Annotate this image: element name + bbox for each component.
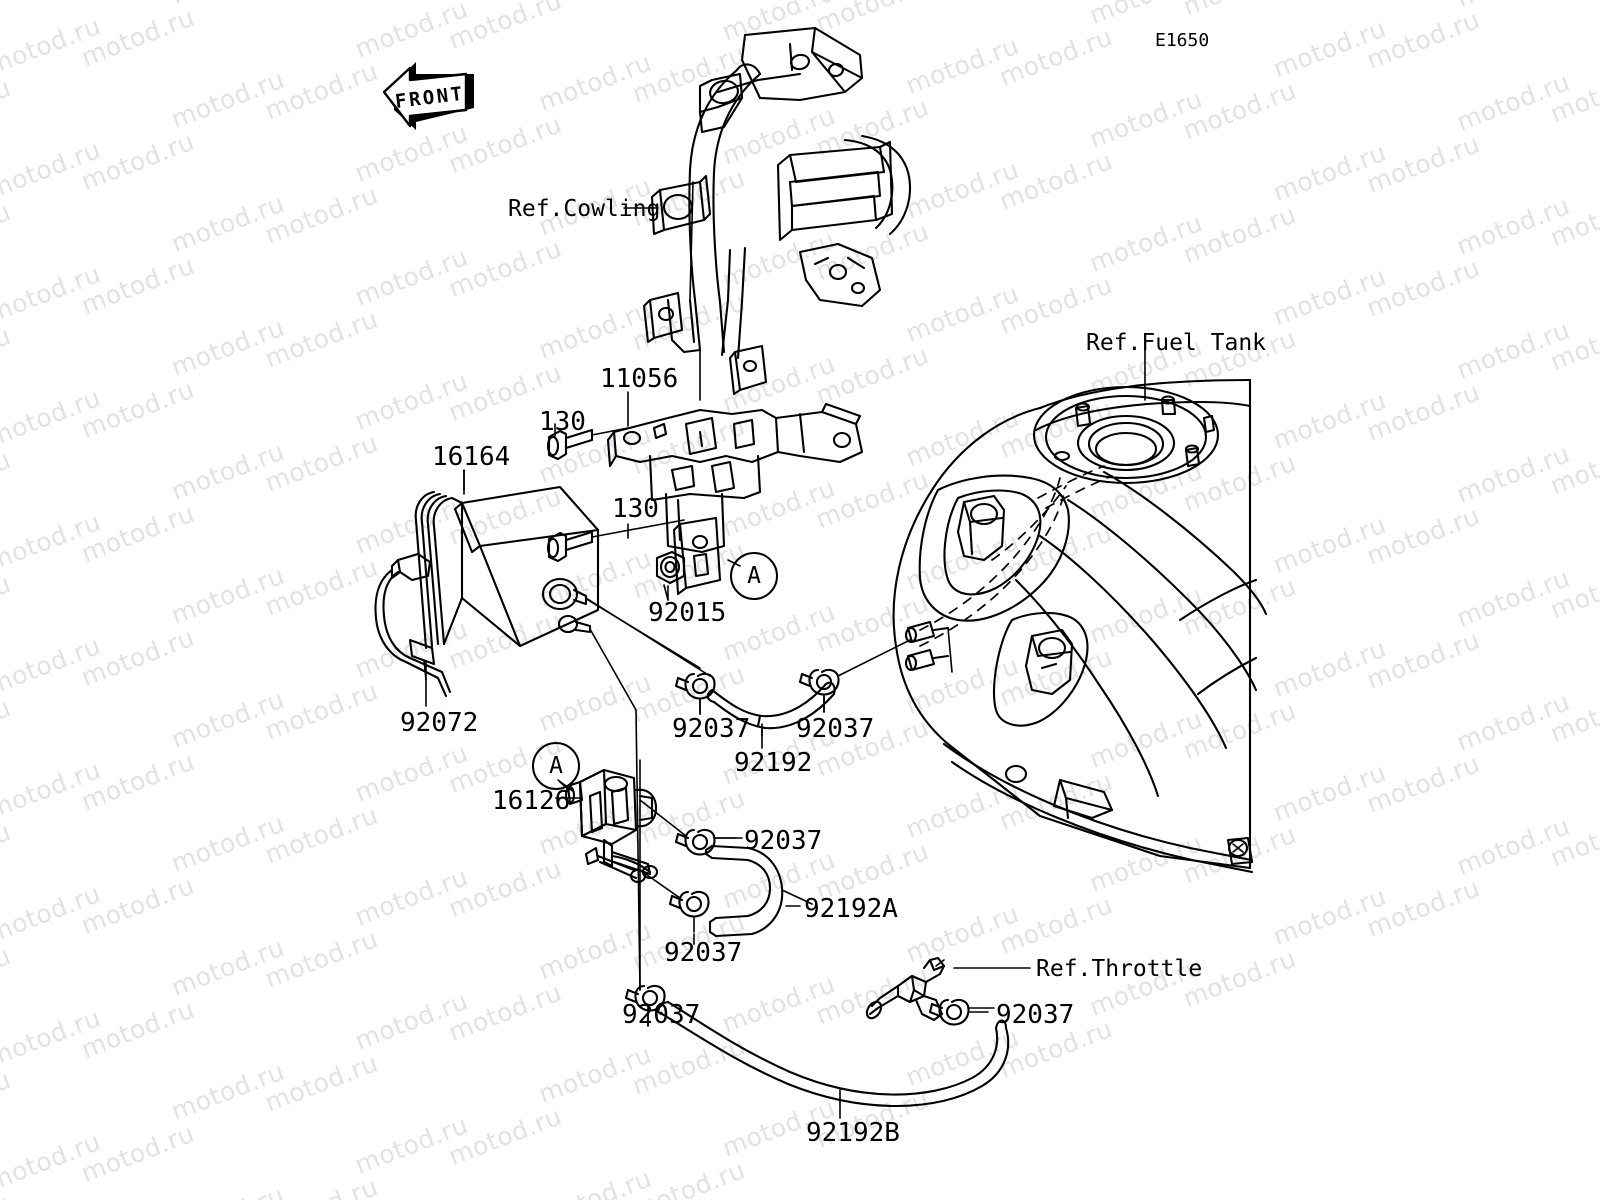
part-label-92037-2: 92037: [796, 714, 875, 744]
part-label-92037-1: 92037: [672, 714, 751, 744]
throttle-fitting: [865, 956, 946, 1022]
part-label-92072: 92072: [400, 708, 479, 738]
clamp-92037-1: [585, 597, 716, 715]
ref-throttle-label: Ref.Throttle: [1036, 956, 1203, 982]
clamp-92037-4: [639, 869, 710, 933]
part-label-92015: 92015: [648, 598, 727, 628]
part-label-92037-3: 92037: [744, 826, 823, 856]
band-92072: [374, 552, 452, 698]
bolt-130-lower: [546, 427, 629, 461]
tube-92192A: [704, 844, 813, 938]
ref-cowling-label: Ref.Cowling: [508, 196, 661, 222]
part-label-92192: 92192: [734, 748, 813, 778]
part-label-92192A: 92192A: [804, 894, 898, 924]
bolt-130-upper: [546, 519, 685, 563]
part-label-92192B: 92192B: [806, 1118, 900, 1148]
part-label-130-lower: 130: [612, 494, 659, 524]
part-label-92037-5: 92037: [622, 1000, 701, 1030]
purge-valve-16126: [559, 759, 659, 991]
part-label-16164: 16164: [432, 442, 511, 472]
frame-assembly: [642, 26, 912, 401]
diagram-code: E1650: [1155, 30, 1210, 51]
part-label-16126: 16126: [492, 786, 571, 816]
part-label-11056: 11056: [600, 364, 679, 394]
callout-a-marker-2: A: [532, 742, 580, 790]
front-arrow-icon: FRONT: [370, 52, 480, 136]
fuel-tank-assembly: [892, 378, 1268, 874]
part-label-130-upper: 130: [539, 407, 586, 437]
part-label-92037-4: 92037: [664, 938, 743, 968]
ref-fuel-tank-label: Ref.Fuel Tank: [1086, 330, 1267, 356]
part-label-92037-6: 92037: [996, 1000, 1075, 1030]
callout-a-marker-1: A: [730, 552, 778, 600]
